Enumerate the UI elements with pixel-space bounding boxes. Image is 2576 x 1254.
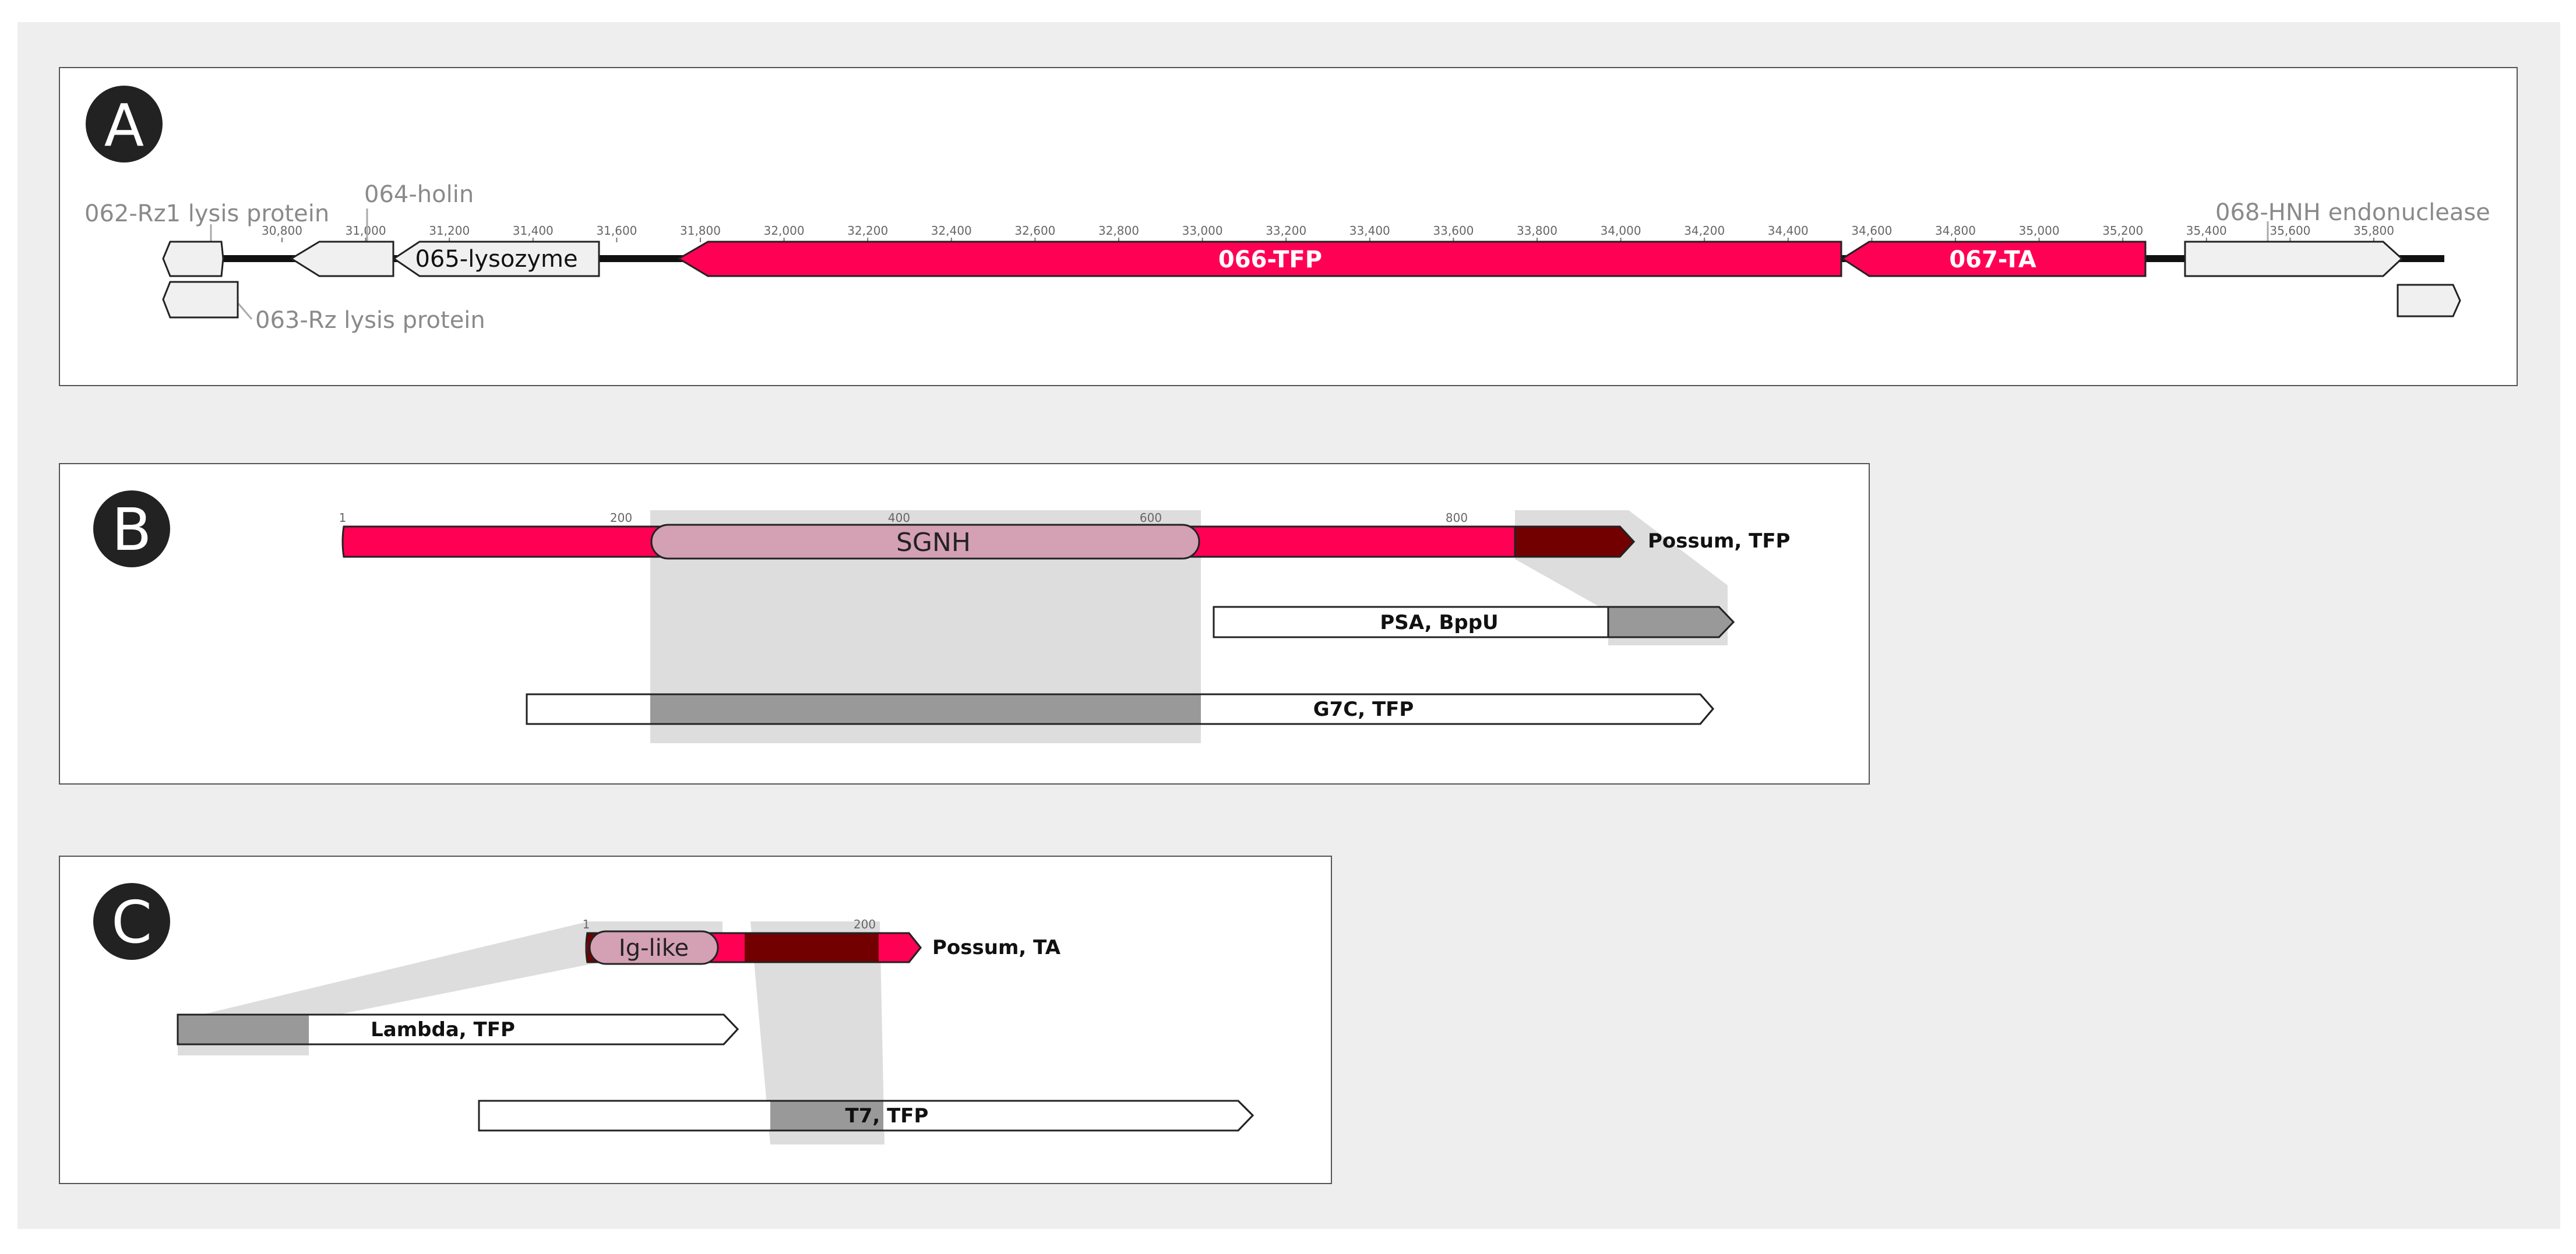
- panel-a-tick-label: 34,000: [1601, 224, 1641, 238]
- g7c-tfp-match-segment: [650, 694, 1201, 724]
- protein-label-g7c-tfp: G7C, TFP: [1313, 698, 1414, 721]
- iglike-domain: [589, 930, 719, 965]
- label-064: 064-holin: [364, 181, 474, 208]
- panel-a-tick-label: 34,200: [1684, 224, 1725, 238]
- panel-a-tick-label: 33,400: [1349, 224, 1390, 238]
- panel-a-letter: A: [104, 91, 144, 160]
- panel-c-badge: [93, 883, 170, 960]
- protein-label-possum-ta: Possum, TA: [932, 936, 1061, 959]
- possum-tfp-dark-segment: [1514, 525, 1636, 558]
- gene-065-arrow: [392, 241, 600, 277]
- panel-a-tick-label: 32,000: [764, 224, 805, 238]
- panel-a-tick-label: 31,000: [346, 224, 386, 238]
- g7c-tfp-outline: [526, 693, 1714, 725]
- sgnh-domain: [650, 524, 1200, 560]
- label-062: 062-Rz1 lysis protein: [84, 200, 329, 227]
- label-066: 066-TFP: [1218, 246, 1322, 273]
- panel-a-tick-label: 35,000: [2019, 224, 2060, 238]
- label-065: 065-lysozyme: [415, 246, 577, 273]
- possum-ta-outline: [585, 932, 922, 963]
- leader-063: [237, 302, 253, 320]
- panel-a-tick-label: 31,800: [680, 224, 721, 238]
- panel-a-tick-label: 35,200: [2102, 224, 2143, 238]
- panel-a-tick-label: 34,400: [1768, 224, 1809, 238]
- panel-a-ruler: 30,800 31,000 31,200 31,400 31,600 31,800 32,0…: [262, 224, 2394, 242]
- panel-b-tick-label: 1: [339, 511, 347, 525]
- panel-a-tick-label: 32,200: [847, 224, 888, 238]
- label-063: 063-Rz lysis protein: [255, 307, 485, 334]
- panel-b-ruler: 1 200 400 600 800: [339, 511, 1468, 525]
- panel-c-ruler: 1 200: [583, 917, 876, 931]
- gene-067-arrow: [1841, 241, 2147, 277]
- gene-062-arrow: [162, 241, 224, 277]
- lambda-tfp-outline: [177, 1013, 739, 1045]
- panel-b-letter: B: [112, 496, 152, 564]
- protein-label-t7-tfp: T7, TFP: [845, 1104, 929, 1128]
- panel-b-badge: [93, 490, 170, 567]
- panel-b-tick-label: 600: [1140, 511, 1162, 525]
- sgnh-domain-label: SGNH: [896, 528, 971, 557]
- gene-064-arrow: [290, 241, 394, 277]
- protein-label-psa-bppu: PSA, BppU: [1380, 611, 1498, 634]
- gene-063-arrow: [162, 281, 239, 319]
- panel-a-tick-label: 34,800: [1935, 224, 1976, 238]
- possum-ta-dark-segment: [745, 933, 879, 962]
- panel-c-tick-label: 200: [854, 917, 876, 931]
- t7-homology-band: [750, 921, 884, 1145]
- panel-c-tick-label: 1: [583, 917, 590, 931]
- psa-bppu-match-segment: [1607, 606, 1735, 638]
- gene-066-arrow: [677, 241, 1842, 277]
- panel-a-tick-label: 31,200: [429, 224, 470, 238]
- panel-a-tick-label: 32,400: [931, 224, 972, 238]
- panel-a-tick-label: 35,400: [2186, 224, 2227, 238]
- panel-b-tick-label: 400: [888, 511, 910, 525]
- label-067: 067-TA: [1949, 246, 2036, 273]
- panel-b: B 1 200 400 600 800 SGNH Possum, TFP PSA, Bp…: [59, 463, 1870, 785]
- panel-a-tick-label: 35,600: [2270, 224, 2310, 238]
- panel-a-tick-label: 30,800: [262, 224, 302, 238]
- panel-c: C 1 200 Ig-like Possum, TA Lambda, TFP T7…: [59, 856, 1332, 1184]
- t7-tfp-outline: [478, 1100, 1254, 1132]
- protein-label-possum-tfp: Possum, TFP: [1648, 529, 1790, 553]
- panel-a: A 30,800 31,000 31,200 31,400 31,600 31,800 32…: [59, 67, 2518, 386]
- panel-a-tick-label: 33,800: [1517, 224, 1557, 238]
- panel-a-frame: [59, 67, 2518, 386]
- panel-b-tick-label: 200: [610, 511, 632, 525]
- lambda-tfp-match-segment: [178, 1015, 309, 1044]
- panel-a-tick-label: 33,600: [1433, 224, 1474, 238]
- gene-small-right-arrow: [2397, 284, 2461, 317]
- panel-a-tick-label: 31,400: [513, 224, 554, 238]
- panel-c-letter: C: [111, 888, 152, 956]
- panel-a-tick-label: 32,600: [1014, 224, 1055, 238]
- panel-a-badge: [86, 86, 163, 163]
- panel-a-tick-label: 33,200: [1266, 224, 1306, 238]
- panel-a-tick-label: 34,600: [1851, 224, 1892, 238]
- panel-a-tick-label: 35,800: [2353, 224, 2394, 238]
- panel-b-tick-label: 800: [1446, 511, 1468, 525]
- iglike-domain-label: Ig-like: [619, 935, 689, 962]
- panel-a-tick-label: 31,600: [596, 224, 637, 238]
- panel-a-tick-label: 32,800: [1098, 224, 1139, 238]
- protein-label-lambda-tfp: Lambda, TFP: [371, 1018, 515, 1041]
- panel-a-tick-label: 33,000: [1182, 224, 1223, 238]
- t7-tfp-match-segment: [770, 1101, 883, 1131]
- gene-068-arrow: [2184, 241, 2404, 277]
- label-068: 068-HNH endonuclease: [2215, 199, 2490, 226]
